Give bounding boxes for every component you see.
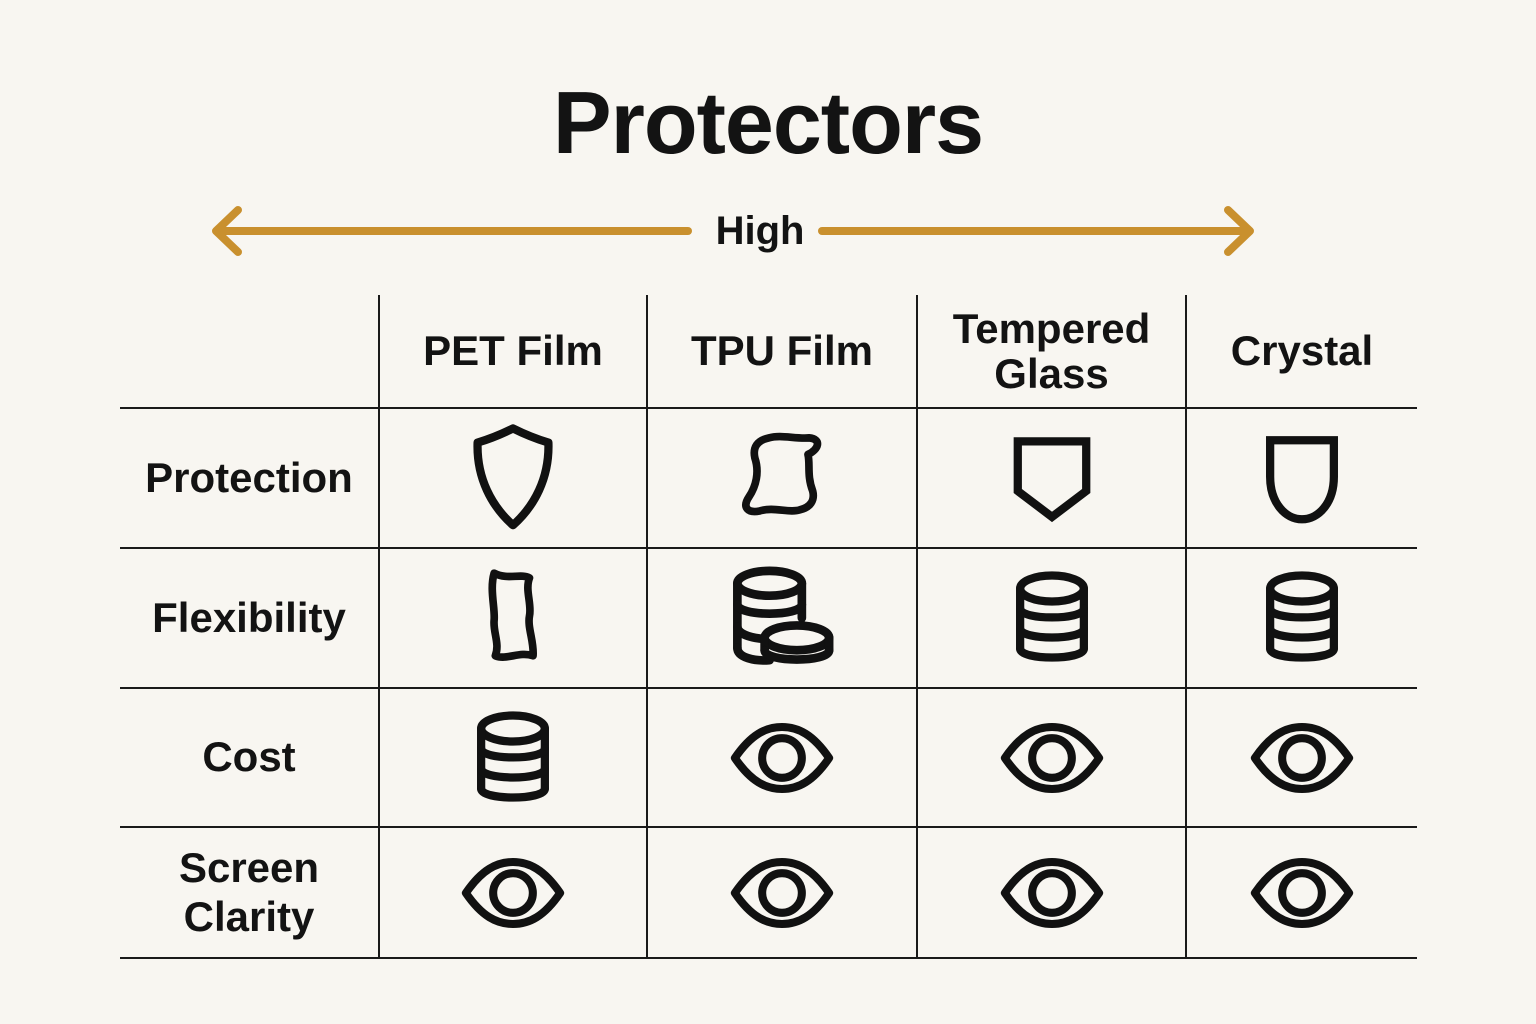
cell-cost-pet-film	[378, 687, 646, 826]
cell-screen-clarity-tpu-film	[646, 826, 916, 959]
coins-stack-icon	[1243, 559, 1361, 677]
row-label-protection: Protection	[120, 407, 378, 547]
cell-screen-clarity-pet-film	[378, 826, 646, 959]
cell-protection-tpu-film	[646, 407, 916, 547]
eye-icon	[451, 831, 575, 955]
comparison-table: PET Film TPU Film Tempered Glass Crystal…	[120, 295, 1417, 959]
flat-top-shield-icon	[993, 419, 1111, 537]
shield-classic-icon	[454, 419, 572, 537]
cell-cost-tpu-film	[646, 687, 916, 826]
cell-flexibility-crystal	[1185, 547, 1417, 687]
row-label-cost: Cost	[120, 687, 378, 826]
arrowhead-right-icon	[1224, 206, 1254, 256]
coins-double-stack-icon	[720, 556, 844, 680]
eye-icon	[720, 831, 844, 955]
page-title: Protectors	[552, 73, 984, 172]
cell-protection-tempered-glass	[916, 407, 1185, 547]
cell-screen-clarity-tempered-glass	[916, 826, 1185, 959]
column-header-tempered-glass: Tempered Glass	[916, 295, 1185, 407]
row-label-flexibility: Flexibility	[120, 547, 378, 687]
coins-stack-icon	[993, 559, 1111, 677]
cell-flexibility-tempered-glass	[916, 547, 1185, 687]
round-bottom-shield-icon	[1243, 419, 1361, 537]
cell-cost-crystal	[1185, 687, 1417, 826]
eye-icon	[990, 831, 1114, 955]
scale-label-high: High	[715, 209, 805, 253]
cell-protection-pet-film	[378, 407, 646, 547]
column-header-tpu-film: TPU Film	[646, 295, 916, 407]
cell-flexibility-pet-film	[378, 547, 646, 687]
high-scale-arrow	[212, 206, 1254, 256]
wavy-film-icon	[454, 559, 572, 677]
arrowhead-left-icon	[212, 206, 242, 256]
column-header-pet-film: PET Film	[378, 295, 646, 407]
eye-icon	[720, 696, 844, 820]
eye-icon	[1240, 696, 1364, 820]
row-label-screen-clarity: Screen Clarity	[120, 826, 378, 959]
coins-stack-icon	[454, 699, 572, 817]
cell-cost-tempered-glass	[916, 687, 1185, 826]
column-header-crystal: Crystal	[1185, 295, 1417, 407]
cell-screen-clarity-crystal	[1185, 826, 1417, 959]
cell-protection-crystal	[1185, 407, 1417, 547]
eye-icon	[1240, 831, 1364, 955]
cell-flexibility-tpu-film	[646, 547, 916, 687]
eye-icon	[990, 696, 1114, 820]
flexible-film-icon	[723, 419, 841, 537]
corner-cell	[120, 295, 378, 407]
